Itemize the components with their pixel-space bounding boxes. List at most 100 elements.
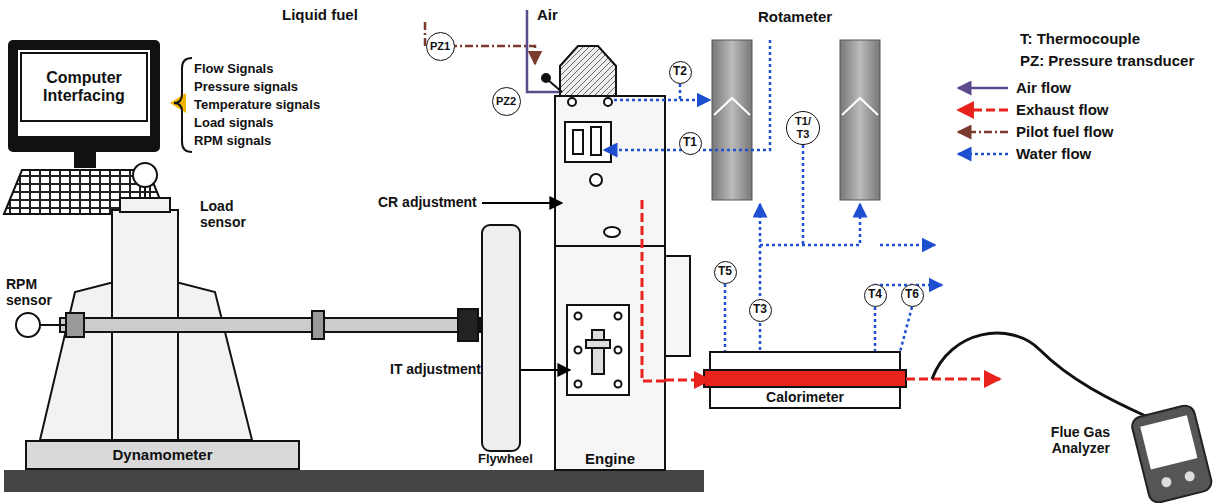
legend-text: Water flow (1016, 145, 1091, 162)
thermocouple: T4 (864, 284, 887, 307)
load-sensor-symbol (133, 163, 157, 187)
exhaust-line (906, 378, 1000, 381)
engine-symbol-part (604, 98, 612, 106)
analyzer-symbol (1130, 404, 1213, 503)
engine-symbol-part (590, 174, 602, 186)
dynamometer-symbol (40, 187, 480, 440)
fuel-label: Liquid fuel (282, 6, 358, 23)
engine-symbol-part (615, 347, 622, 354)
engine-symbol-part (555, 96, 665, 246)
analyzer-cable (932, 333, 1150, 418)
dynamometer-symbol-part (120, 198, 170, 212)
computer-symbol (4, 40, 192, 214)
thermocouple: T1 (679, 132, 702, 155)
key-text: T: Thermocouple (1020, 30, 1140, 47)
interface-box: Computer Interfacing (20, 52, 148, 122)
rotameter-symbol-part (842, 98, 878, 115)
pressure-transducer: PZ2 (492, 87, 521, 116)
dynamometer-symbol-part (144, 187, 146, 198)
water-line-part (880, 244, 935, 247)
legend-sample-part (958, 131, 1008, 134)
dynamometer-symbol-part (312, 311, 324, 339)
signal-name: Load signals (194, 116, 273, 131)
engine-symbol-part (586, 340, 610, 348)
dynamometer-symbol-part (66, 313, 84, 337)
engine-symbol-part (615, 381, 622, 388)
engine-symbol-part (575, 347, 582, 354)
part-name: Flue Gas Analyzer (1010, 424, 1110, 456)
part-name: Flywheel (478, 452, 533, 467)
legend-entry: Water flow (1016, 145, 1091, 162)
dynamometer-symbol-part (60, 318, 480, 332)
node-text: T1 (683, 136, 697, 150)
thermocouple: T6 (901, 284, 924, 307)
legend-sample-part (958, 153, 1008, 156)
engine-symbol-part (542, 74, 550, 82)
leader-arrow (482, 202, 562, 204)
analyzer-symbol-part (1160, 476, 1172, 488)
engine-block: Engine (555, 246, 665, 470)
engine-symbol-part (615, 313, 622, 320)
rpm-sensor-symbol (16, 313, 40, 337)
computer-symbol-part (8, 40, 160, 152)
engine-symbol-part (568, 98, 576, 106)
legend-entry: Pilot fuel flow (1016, 123, 1114, 140)
node-text: T2 (673, 65, 687, 79)
exhaust-line (642, 200, 665, 381)
engine-symbol-part (604, 227, 620, 237)
dynamometer-base: Dynamometer (25, 440, 300, 470)
signal-name: Pressure signals (194, 80, 298, 95)
water-line-part (614, 99, 710, 102)
rotameter-symbol (712, 40, 880, 200)
rotameter-symbol-part (840, 40, 880, 200)
node-text: T1/ T3 (792, 115, 814, 140)
computer-symbol-part (74, 152, 96, 168)
engine-symbol-part (548, 80, 562, 92)
key-text: PZ: Pressure transducer (1020, 52, 1194, 69)
analyzer-symbol-part (1130, 404, 1213, 503)
legend-text: Pilot fuel flow (1016, 123, 1114, 140)
signal-name: Temperature signals (194, 98, 320, 113)
thermocouple: T2 (669, 61, 692, 84)
legend-sample-part (958, 109, 1008, 112)
node-text: PZ2 (496, 95, 516, 108)
part-name: RPM sensor (6, 276, 56, 308)
legend-sample (958, 88, 1008, 154)
water-line-part (679, 84, 682, 100)
dynamometer-symbol-part (458, 309, 478, 341)
flywheel-symbol (482, 225, 520, 451)
legend-text: Air flow (1016, 79, 1071, 96)
rotameter-symbol-part (714, 98, 750, 115)
water-line-part (759, 204, 762, 350)
node-text: T3 (753, 303, 767, 317)
fuel-line (425, 22, 535, 64)
pressure-transducer: PZ1 (426, 32, 455, 61)
legend-entry: Exhaust flow (1016, 101, 1109, 118)
engine-symbol-part (575, 381, 582, 388)
engine-symbol-part (567, 305, 629, 395)
thermocouple: T5 (714, 261, 737, 284)
engine-symbol (542, 46, 690, 470)
engine-symbol-part (565, 122, 611, 162)
legend-entry: Air flow (1016, 79, 1071, 96)
calorimeter-pipe (704, 370, 906, 387)
engine-symbol-part (555, 246, 665, 470)
water-line-part (760, 204, 860, 245)
water-line-part (802, 145, 805, 245)
rotameter-symbol-part (712, 40, 752, 200)
node-text: T6 (905, 288, 919, 302)
node-text: T5 (718, 265, 732, 279)
node-text: PZ1 (430, 40, 450, 53)
node-text: T4 (868, 288, 882, 302)
air-label: Air (537, 6, 558, 23)
computer-symbol-part (18, 50, 150, 136)
node-text: Dynamometer (112, 446, 212, 463)
engine-symbol-part (592, 330, 604, 374)
legend-sample-part (958, 87, 1008, 90)
calorimeter-box: Calorimeter (710, 352, 900, 408)
water-line (604, 40, 942, 352)
part-name: Load sensor (200, 198, 260, 230)
